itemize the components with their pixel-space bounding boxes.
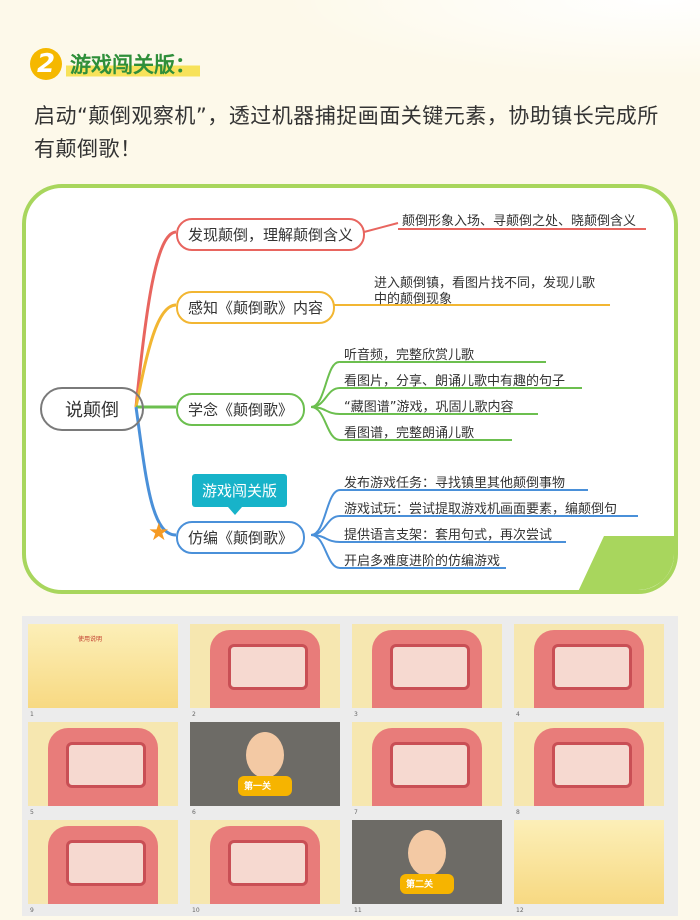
mindmap-connectors (134, 222, 646, 569)
slide-number: 6 (192, 809, 196, 816)
slide-number: 4 (516, 711, 520, 718)
intro-paragraph: 启动“颠倒观察机”，透过机器捕捉画面关键元素，协助镇长完成所有颠倒歌！ (34, 104, 659, 161)
slide-number: 1 (30, 711, 34, 718)
leaf-imitate-1: 发布游戏任务：寻找镇里其他颠倒事物 (344, 476, 566, 491)
slide-thumbnail[interactable]: 第一关 6 (190, 722, 340, 816)
top-glow (280, 0, 700, 80)
mindmap-root: 说颠倒 (40, 387, 144, 431)
machine-screen (66, 742, 146, 788)
leaf-perceive-2: 中的颠倒现象 (374, 292, 453, 307)
slide-thumbnail[interactable]: 使用说明 1 (28, 624, 178, 718)
leaf-learn-1: 听音频，完整欣赏儿歌 (344, 348, 475, 363)
section-heading: 游戏闯关版： (66, 49, 200, 79)
slide-thumbnail[interactable]: 4 (514, 624, 664, 718)
slide-number: 8 (516, 809, 520, 816)
machine-screen (228, 644, 308, 690)
character-face (246, 732, 284, 778)
branch-discover: 发现颠倒，理解颠倒含义 (176, 218, 366, 251)
slide-number: 2 (192, 711, 196, 718)
slide-number: 9 (30, 907, 34, 914)
machine-screen (228, 840, 308, 886)
leaf-learn-4: 看图谱，完整朗诵儿歌 (344, 426, 475, 441)
leaf-imitate-3: 提供语言支架：套用句式，再次尝试 (344, 528, 553, 543)
section-number-badge: 2 (30, 48, 62, 80)
star-icon: ★ (148, 518, 170, 546)
slide-thumbnail[interactable]: 8 (514, 722, 664, 816)
leaf-learn-2: 看图片，分享、朗诵儿歌中有趣的句子 (344, 374, 566, 389)
machine-screen (390, 742, 470, 788)
section-title: 2 游戏闯关版： (30, 44, 200, 84)
slide-number: 5 (30, 809, 34, 816)
slide-thumbnail[interactable]: 第二关 11 (352, 820, 502, 914)
leaf-imitate-2: 游戏试玩：尝试提取游戏机画面要素，编颠倒句 (344, 502, 618, 517)
slide-number: 7 (354, 809, 358, 816)
leaf-discover-1: 颠倒形象入场、寻颠倒之处、晓颠倒含义 (402, 214, 637, 229)
level-caption: 第二关 (406, 880, 434, 890)
leaf-imitate-4: 开启多难度进阶的仿编游戏 (344, 554, 501, 569)
slide-number: 12 (516, 907, 524, 914)
level-badge (400, 874, 454, 894)
branch-imitate: 仿编《颠倒歌》 (176, 521, 306, 554)
leaf-perceive-1: 进入颠倒镇，看图片找不同，发现儿歌 (374, 276, 596, 291)
machine-screen (552, 644, 632, 690)
level-badge (238, 776, 292, 796)
slide-thumbnail[interactable]: 3 (352, 624, 502, 718)
branch-learn: 学念《颠倒歌》 (176, 393, 306, 426)
character-face (408, 830, 446, 876)
branch-perceive: 感知《颠倒歌》内容 (176, 291, 336, 324)
machine-screen (552, 742, 632, 788)
level-caption: 第一关 (244, 782, 272, 792)
slide-thumbnail[interactable]: 5 (28, 722, 178, 816)
mindmap-card: 说颠倒 发现颠倒，理解颠倒含义 颠倒形象入场、寻颠倒之处、晓颠倒含义 感知《颠倒… (22, 184, 678, 594)
slide-title: 使用说明 (78, 636, 103, 643)
slide-thumbnail[interactable]: 9 (28, 820, 178, 914)
slide-number: 3 (354, 711, 358, 718)
slide-thumbnail[interactable]: 7 (352, 722, 502, 816)
machine-screen (66, 840, 146, 886)
slide-number: 11 (354, 907, 362, 914)
slide-thumbnail[interactable]: 12 (514, 820, 664, 914)
leaf-learn-3: “藏图谱”游戏，巩固儿歌内容 (344, 400, 514, 415)
machine-screen (390, 644, 470, 690)
slide-number: 10 (192, 907, 200, 914)
slide-thumbnail[interactable]: 10 (190, 820, 340, 914)
game-version-tag: 游戏闯关版 (192, 474, 288, 515)
slide-thumbnail[interactable]: 2 (190, 624, 340, 718)
